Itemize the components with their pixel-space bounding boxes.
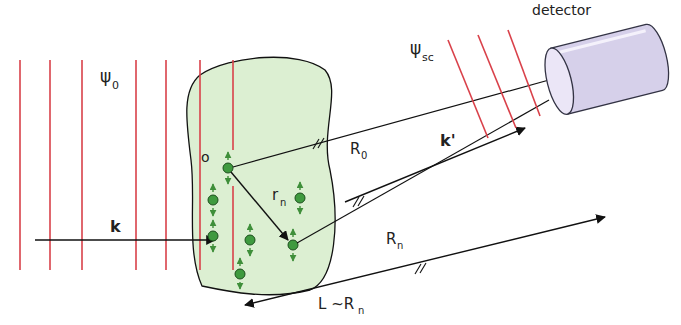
symbol-label: r [272,188,278,203]
scatterer-blob [187,57,335,294]
symbol-label: k' [440,133,456,149]
incident-wavefronts [20,60,166,270]
detector-label: detector [528,3,678,17]
break-marks [313,138,426,274]
vibration-arrows [213,152,300,289]
k-prime-arrow [345,128,525,202]
symbol-label: R [386,232,396,247]
atoms [208,163,305,279]
symbol-label: n [358,306,364,316]
detector: detector [528,3,678,121]
detector-cylinder [528,3,678,121]
symbol-label: 0 [361,151,367,161]
symbol-label: n [280,198,286,208]
k-arrow [35,239,215,240]
scattered-wavefronts [448,30,540,138]
symbol-label: L ~R [318,297,354,312]
symbol-label: sc [422,52,434,63]
symbol-label: k [110,219,121,235]
rn-arrow [231,172,288,240]
symbol-label: ψ [100,68,111,85]
symbol-label: ψ [410,40,421,57]
symbol-label: o [201,150,210,164]
rn-line [297,100,549,243]
symbol-label: 0 [112,80,119,91]
symbol-label: R [350,142,360,157]
symbol-label: n [397,241,403,251]
distance-arrow [245,217,605,305]
incident-wavefronts-inner [200,60,233,270]
